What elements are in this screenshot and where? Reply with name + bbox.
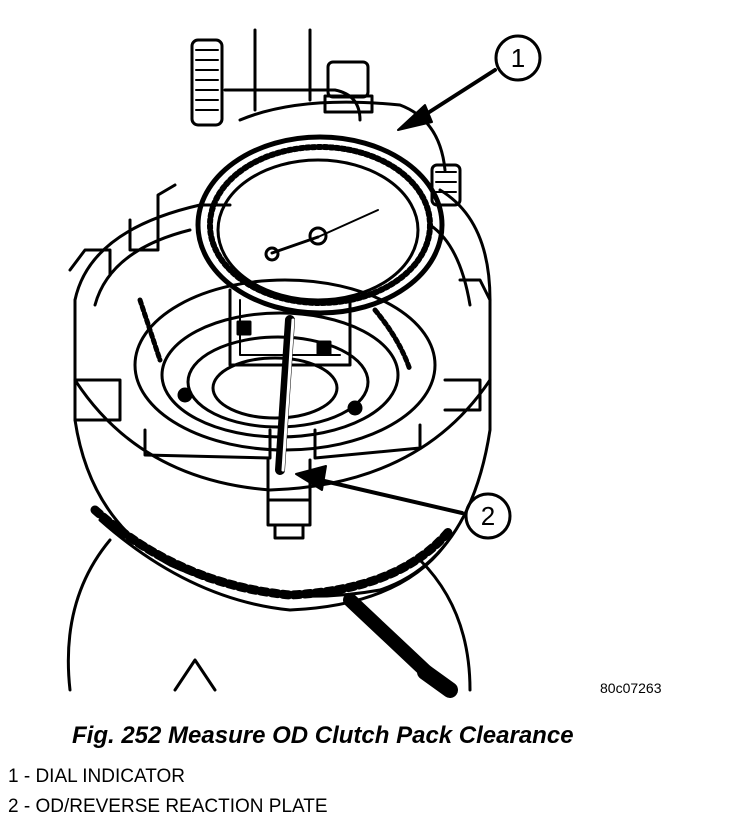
image-code: 80c07263 xyxy=(600,680,662,696)
callout-circles xyxy=(464,34,542,540)
clutch-pack-illustration: 1 2 xyxy=(66,28,542,698)
reaction-plate xyxy=(266,458,312,540)
dial-indicator xyxy=(195,134,445,475)
support-stand xyxy=(66,538,472,698)
callout-number-1: 1 xyxy=(511,43,525,73)
legend-item-reaction-plate: 2 - OD/REVERSE REACTION PLATE xyxy=(8,796,328,817)
callout-arrows xyxy=(295,68,497,515)
clutch-drum xyxy=(68,183,492,612)
legend-item-dial-indicator: 1 - DIAL INDICATOR xyxy=(8,766,186,787)
callout-number-2: 2 xyxy=(481,501,495,531)
indicator-mount xyxy=(190,28,462,207)
figure-caption: Fig. 252 Measure OD Clutch Pack Clearanc… xyxy=(72,722,574,749)
